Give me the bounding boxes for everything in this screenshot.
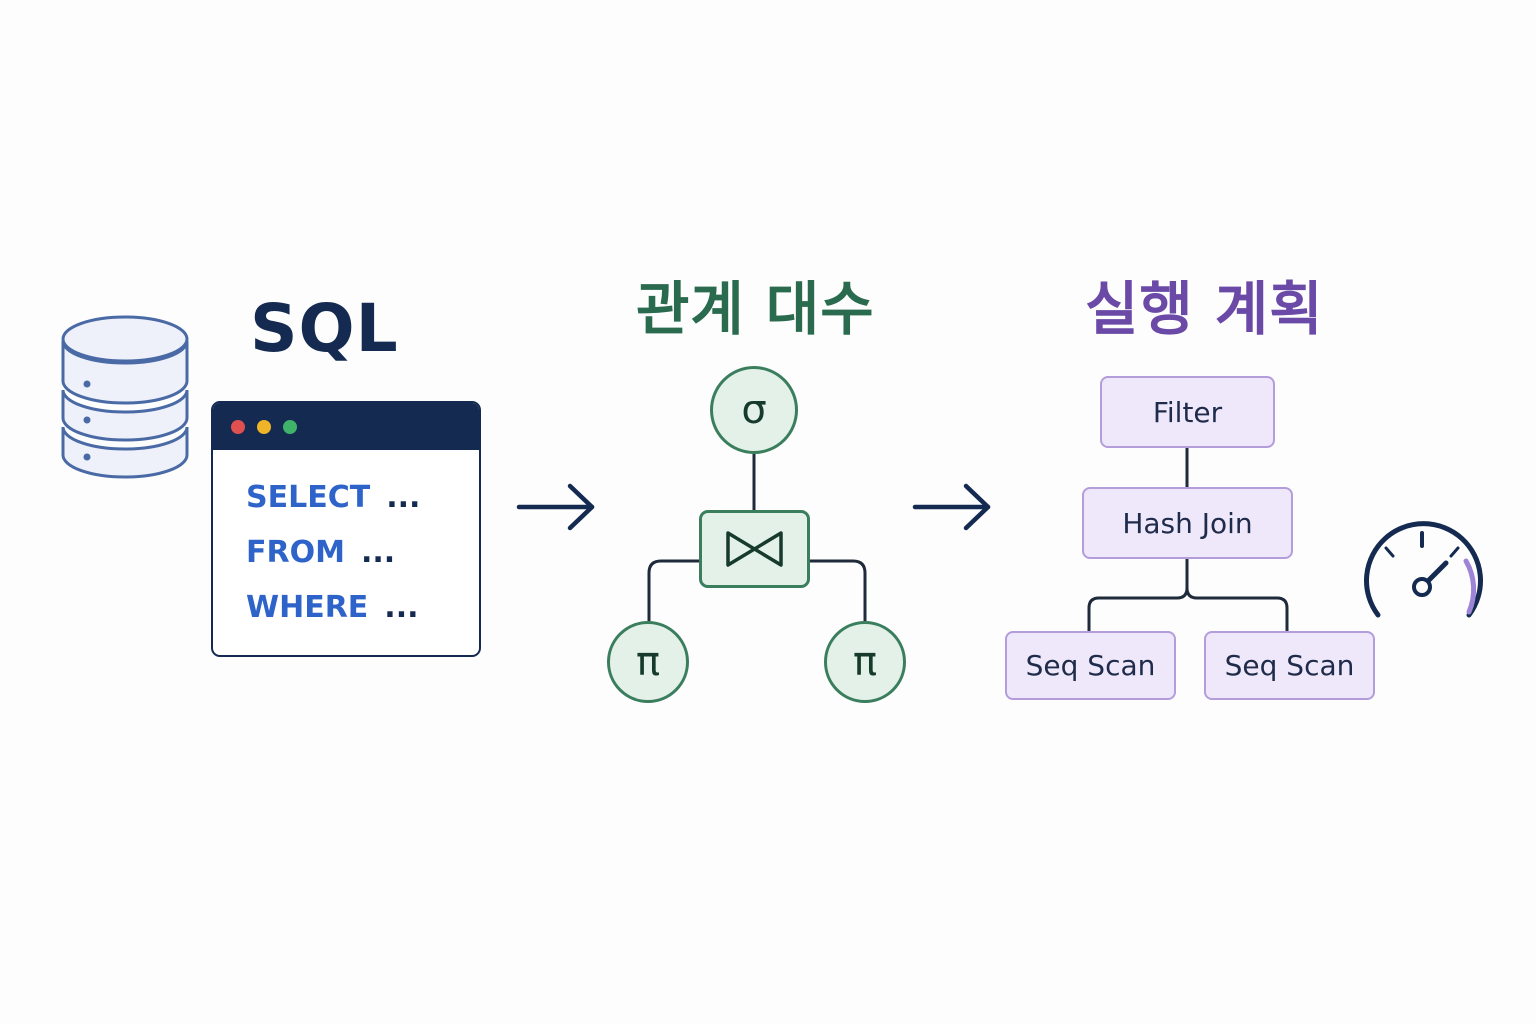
bowtie-join-icon — [726, 531, 783, 567]
sql-title: SQL — [250, 290, 399, 367]
code-line-from: FROM... — [246, 535, 395, 570]
plan-tree-edges — [1087, 448, 1289, 631]
projection-node-left: π — [607, 621, 689, 703]
plan-node-seq-scan-left: Seq Scan — [1005, 631, 1176, 700]
execution-plan-title: 실행 계획 — [1085, 275, 1324, 343]
database-icon — [61, 315, 189, 479]
code-ellipsis: ... — [384, 590, 419, 625]
window-minimize-dot — [257, 420, 271, 434]
code-line-where: WHERE... — [246, 590, 419, 625]
relational-algebra-title: 관계 대수 — [636, 275, 875, 343]
sql-editor-window: SELECT... FROM... WHERE... — [211, 401, 481, 657]
sql-keyword: SELECT — [246, 480, 371, 515]
code-ellipsis: ... — [386, 480, 421, 515]
window-close-dot — [231, 420, 245, 434]
plan-node-seq-scan-right: Seq Scan — [1204, 631, 1375, 700]
sql-keyword: FROM — [246, 535, 345, 570]
speedometer-icon — [1364, 521, 1483, 618]
code-ellipsis: ... — [360, 535, 396, 570]
sql-keyword: WHERE — [246, 590, 369, 625]
window-titlebar — [213, 403, 479, 450]
window-maximize-dot — [283, 420, 297, 434]
selection-node: σ — [710, 366, 798, 454]
join-node — [699, 510, 810, 588]
plan-node-hash-join: Hash Join — [1082, 487, 1293, 559]
code-line-select: SELECT... — [246, 480, 420, 515]
ra-tree-edges — [647, 454, 867, 621]
arrow-right-icon — [516, 483, 595, 531]
arrow-right-icon — [912, 483, 991, 531]
plan-node-filter: Filter — [1100, 376, 1275, 448]
projection-node-right: π — [824, 621, 906, 703]
